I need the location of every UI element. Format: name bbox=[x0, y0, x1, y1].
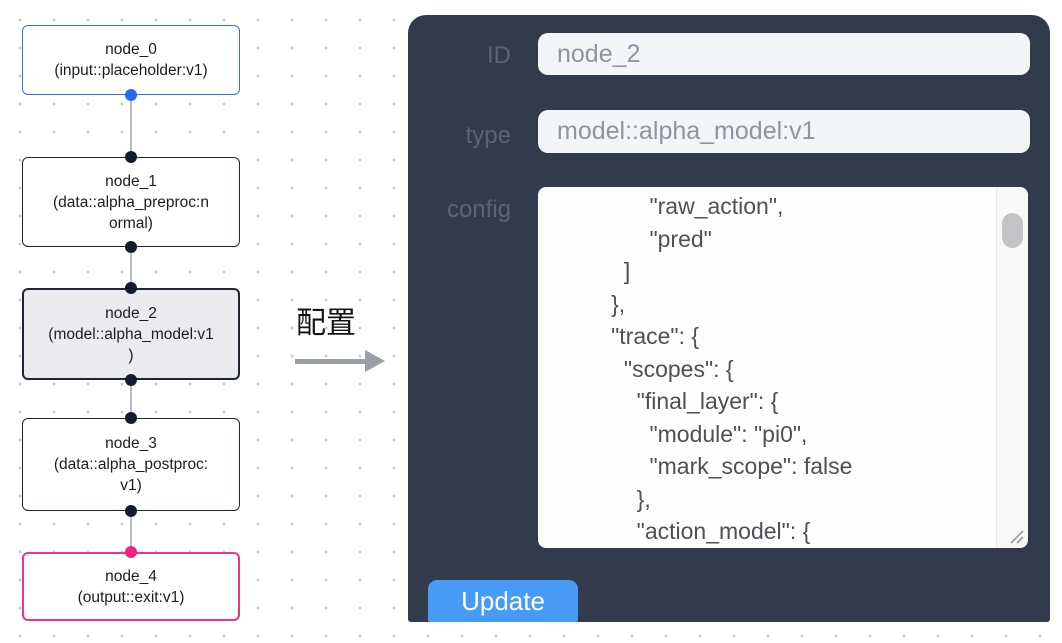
type-input[interactable]: model::alpha_model:v1 bbox=[538, 110, 1030, 153]
config-textarea[interactable]: "raw_action", "pred" ] }, "trace": { "sc… bbox=[538, 187, 1028, 548]
type-input-value: model::alpha_model:v1 bbox=[557, 117, 816, 145]
port-node2-out[interactable] bbox=[125, 374, 137, 386]
node-output[interactable]: node_4 (output::exit:v1) bbox=[22, 552, 240, 621]
config-scrollbar[interactable] bbox=[996, 187, 1028, 548]
node-type-label: (input::placeholder:v1) bbox=[54, 62, 208, 79]
node-postproc[interactable]: node_3 (data::alpha_postproc: v1) bbox=[22, 418, 240, 511]
configure-label: 配置 bbox=[296, 307, 356, 340]
node-title: node_2 bbox=[105, 304, 157, 322]
id-input[interactable]: node_2 bbox=[538, 33, 1030, 75]
node-title: node_4 bbox=[105, 567, 157, 585]
node-config-panel: ID node_2 type model::alpha_model:v1 con… bbox=[408, 15, 1050, 622]
node-title: node_1 bbox=[105, 172, 157, 190]
configure-transition: 配置 bbox=[290, 298, 395, 372]
scrollbar-thumb[interactable] bbox=[1002, 213, 1023, 248]
resize-grip-icon[interactable] bbox=[1003, 523, 1025, 545]
right-arrow-icon bbox=[290, 350, 395, 372]
port-node3-out[interactable] bbox=[125, 505, 137, 517]
node-title: node_3 bbox=[105, 435, 157, 452]
node-type-label: (output::exit:v1) bbox=[77, 588, 185, 606]
config-field-label: config bbox=[446, 196, 511, 223]
config-json-text: "raw_action", "pred" ] }, "trace": { "sc… bbox=[611, 193, 853, 544]
node-model-selected[interactable]: node_2 (model::alpha_model:v1 ) bbox=[22, 288, 240, 380]
port-node0-out[interactable] bbox=[125, 89, 137, 101]
type-field-label: type bbox=[465, 122, 511, 149]
id-field-label: ID bbox=[487, 42, 511, 69]
port-node3-in[interactable] bbox=[125, 412, 137, 424]
node-title: node_0 bbox=[105, 41, 157, 58]
port-node2-in[interactable] bbox=[125, 282, 137, 294]
port-node1-out[interactable] bbox=[125, 241, 137, 253]
node-type-label: (data::alpha_postproc: v1) bbox=[53, 456, 209, 494]
node-preproc[interactable]: node_1 (data::alpha_preproc:n ormal) bbox=[22, 157, 240, 247]
update-button[interactable]: Update bbox=[428, 580, 578, 622]
node-type-label: (model::alpha_model:v1 ) bbox=[48, 325, 214, 364]
node-input[interactable]: node_0 (input::placeholder:v1) bbox=[22, 25, 240, 95]
id-input-value: node_2 bbox=[557, 40, 641, 68]
port-node4-in[interactable] bbox=[125, 546, 137, 558]
port-node1-in[interactable] bbox=[125, 151, 137, 163]
node-type-label: (data::alpha_preproc:n ormal) bbox=[53, 193, 209, 232]
